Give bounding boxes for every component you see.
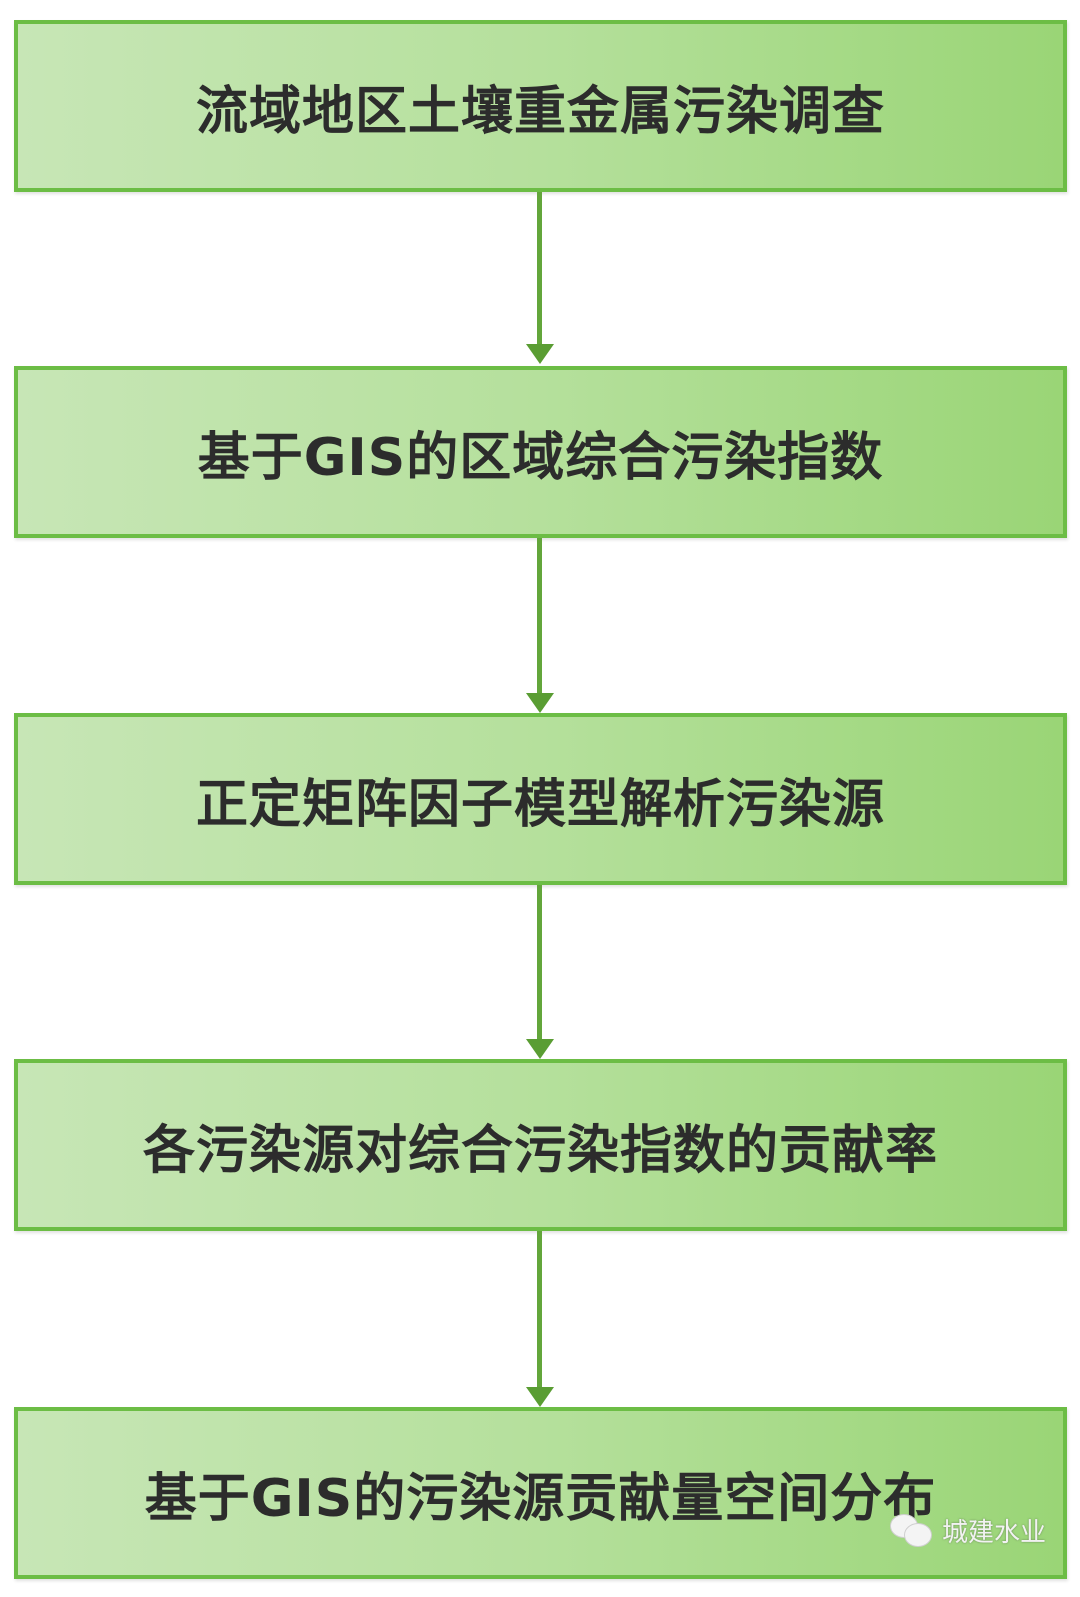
arrow-head-4-5 <box>526 1387 554 1407</box>
watermark-text: 城建水业 <box>942 1518 1047 1548</box>
step-2-box: 基于GIS的区域综合污染指数 <box>14 366 1067 538</box>
step-2-label: 基于GIS的区域综合污染指数 <box>197 427 884 488</box>
step-4-label: 各污染源对综合污染指数的贡献率 <box>142 1120 938 1181</box>
arrow-head-2-3 <box>526 693 554 713</box>
arrow-head-1-2 <box>526 344 554 364</box>
step-3-box: 正定矩阵因子模型解析污染源 <box>14 713 1067 885</box>
arrow-3-4 <box>537 885 542 1039</box>
step-3-label: 正定矩阵因子模型解析污染源 <box>195 774 885 835</box>
watermark: 城建水业 <box>890 1512 1046 1549</box>
arrow-head-3-4 <box>526 1039 554 1059</box>
step-1-box: 流域地区土壤重金属污染调查 <box>14 20 1067 192</box>
arrow-1-2 <box>537 192 542 344</box>
step-1-label: 流域地区土壤重金属污染调查 <box>195 81 885 142</box>
step-5-box: 基于GIS的污染源贡献量空间分布 <box>14 1407 1067 1579</box>
step-4-box: 各污染源对综合污染指数的贡献率 <box>14 1059 1067 1231</box>
arrow-4-5 <box>537 1231 542 1387</box>
wechat-icon <box>890 1513 934 1548</box>
arrow-2-3 <box>537 538 542 693</box>
step-5-label: 基于GIS的污染源贡献量空间分布 <box>144 1468 937 1529</box>
